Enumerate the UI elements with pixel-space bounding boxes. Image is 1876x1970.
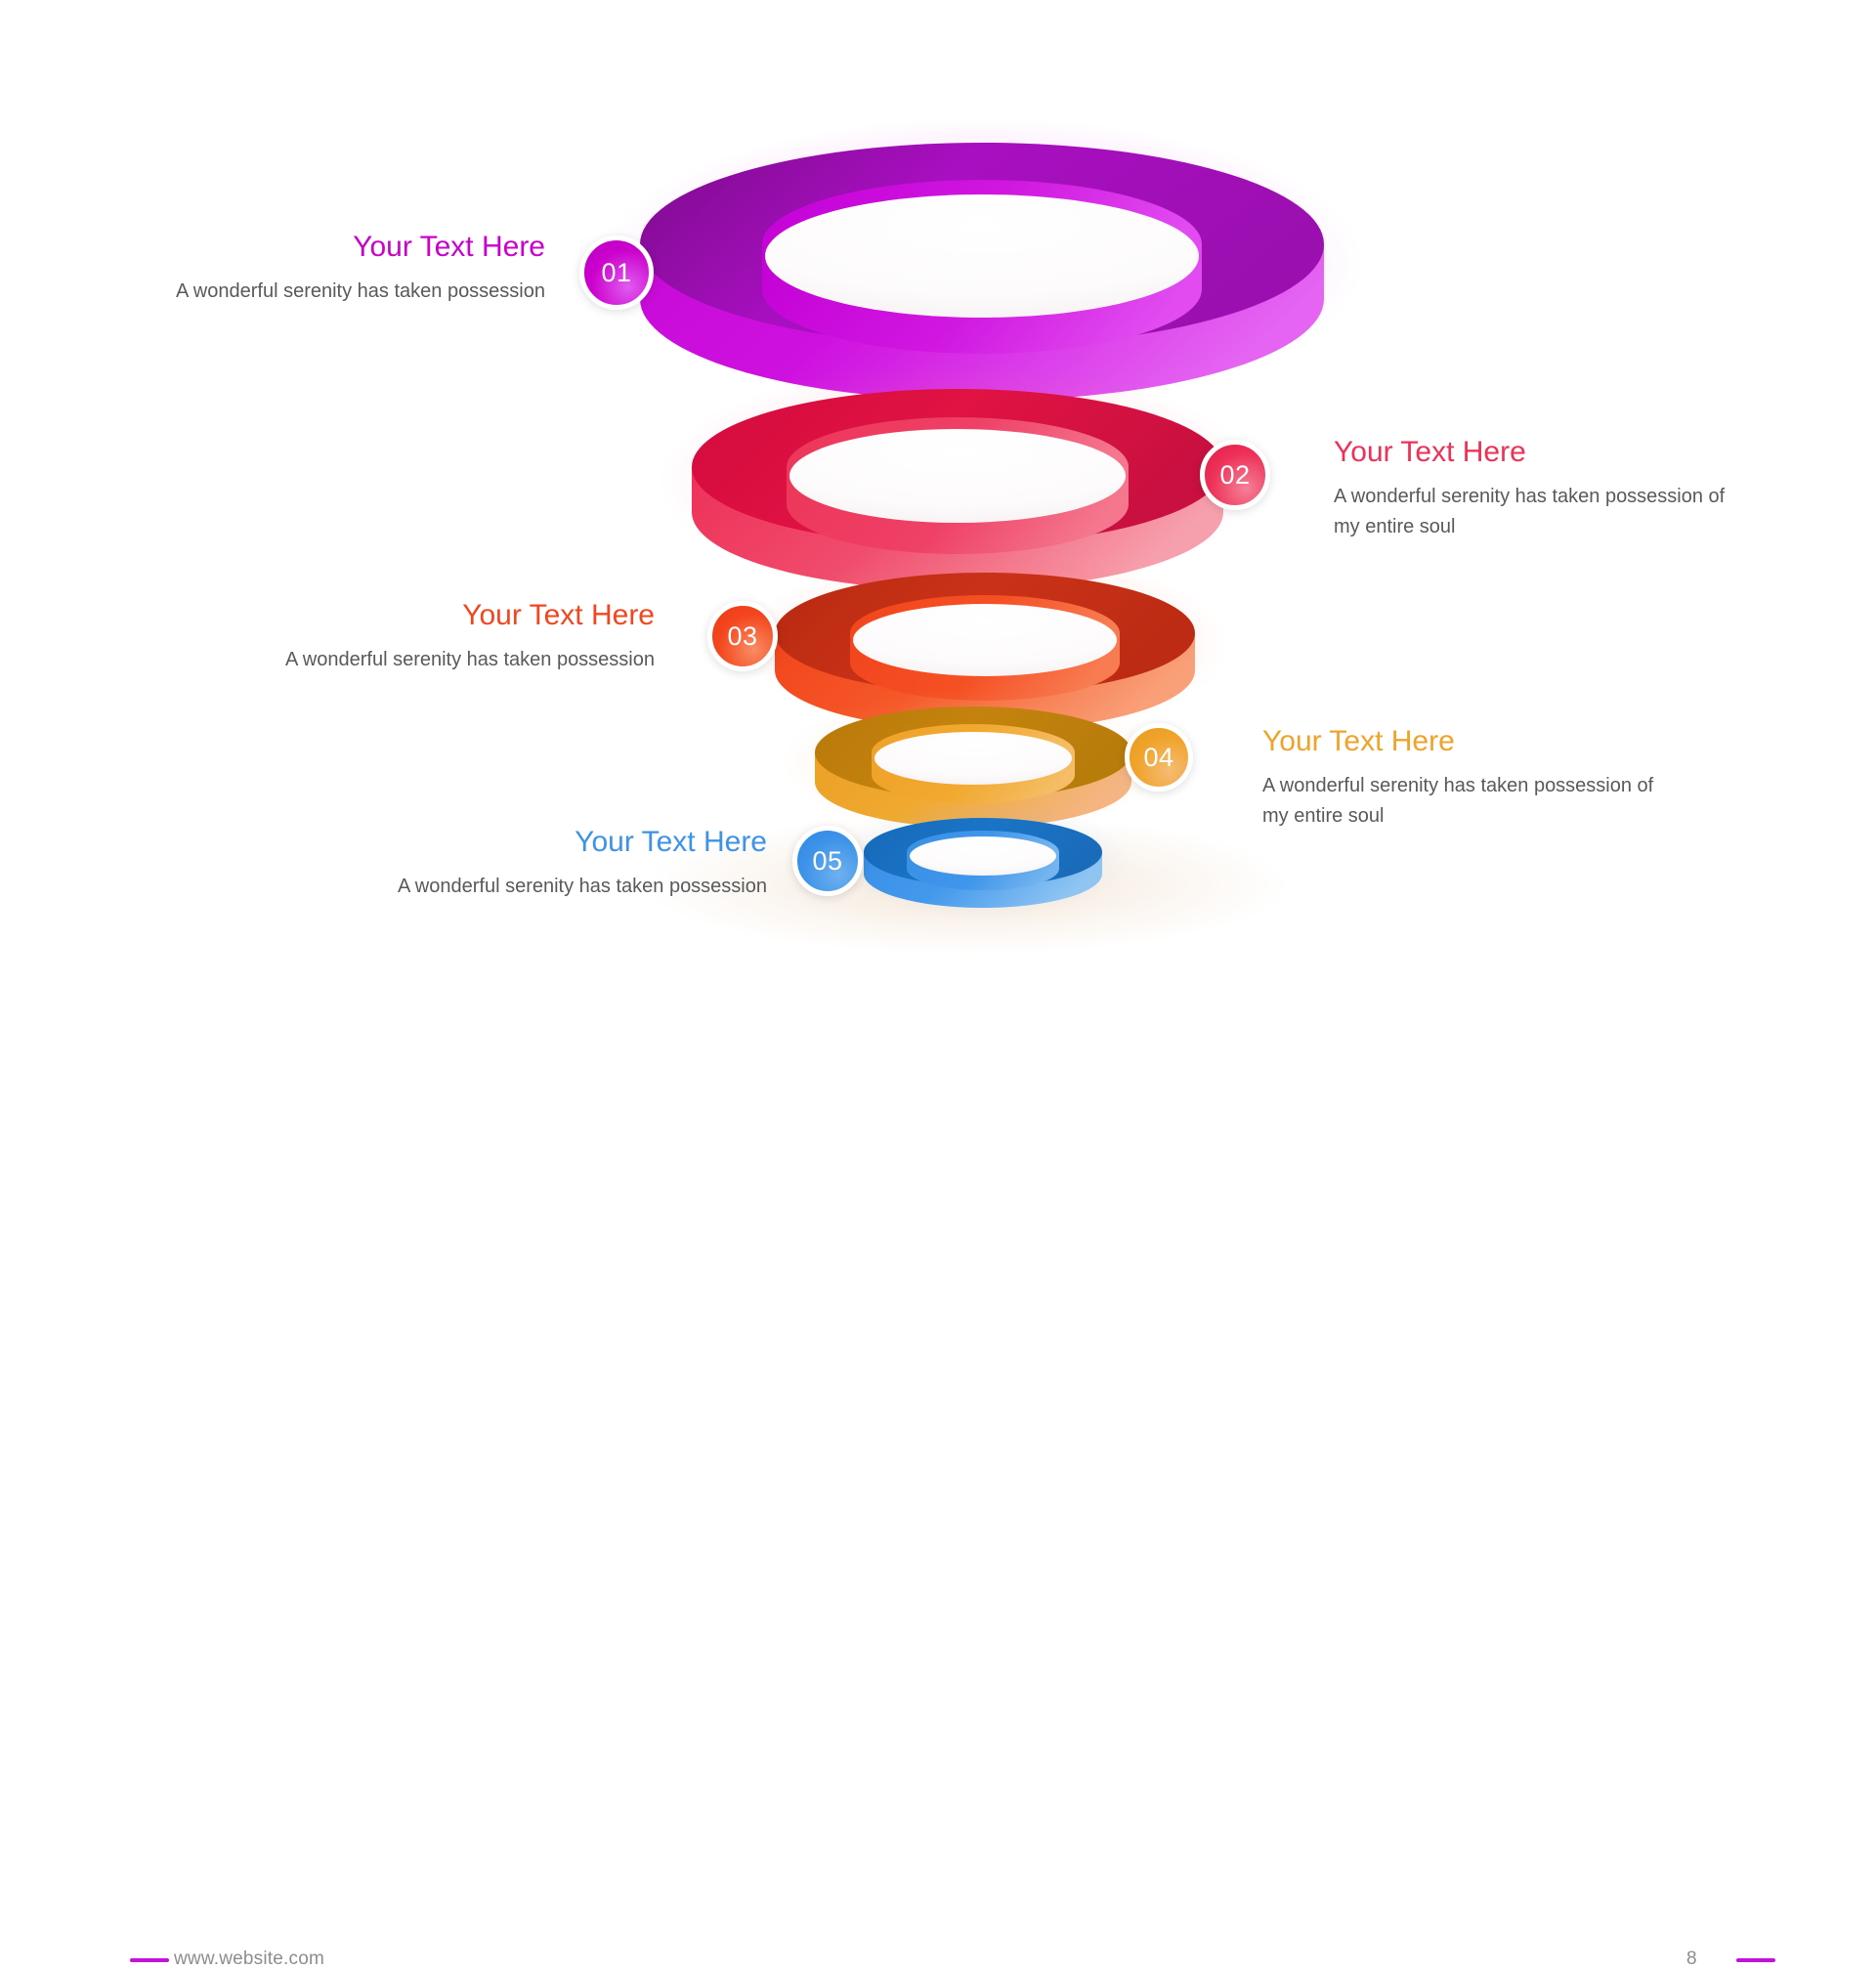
- funnel-text-block-02: Your Text Here A wonderful serenity has …: [1334, 436, 1754, 542]
- footer-dash-right: [1736, 1958, 1775, 1962]
- footer-website-url[interactable]: www.website.com: [174, 1949, 324, 1969]
- funnel-diagram: [601, 117, 1363, 955]
- funnel-text-block-05: Your Text Here A wonderful serenity has …: [225, 826, 767, 902]
- page-number: 8: [1686, 1949, 1697, 1969]
- funnel-badge-01[interactable]: 01: [579, 236, 654, 310]
- funnel-ring-1: [601, 117, 1363, 410]
- funnel-ring-5: [834, 801, 1131, 919]
- funnel-ring-4: [782, 688, 1165, 836]
- funnel-badge-05[interactable]: 05: [792, 826, 863, 896]
- badge-label-01: 01: [601, 257, 632, 287]
- item-title-02: Your Text Here: [1334, 436, 1526, 468]
- item-description-02: A wonderful serenity has taken possessio…: [1334, 486, 1726, 538]
- funnel-text-block-03: Your Text Here A wonderful serenity has …: [137, 599, 655, 675]
- badge-label-04: 04: [1143, 742, 1174, 772]
- funnel-text-block-01: Your Text Here A wonderful serenity has …: [137, 231, 545, 307]
- item-title-05: Your Text Here: [575, 826, 767, 858]
- badge-label-03: 03: [727, 621, 758, 651]
- item-description-05: A wonderful serenity has taken possessio…: [398, 876, 767, 897]
- item-description-03: A wonderful serenity has taken possessio…: [285, 649, 655, 670]
- footer-dash-left: [130, 1958, 169, 1962]
- item-description-01: A wonderful serenity has taken possessio…: [176, 280, 545, 302]
- item-title-01: Your Text Here: [353, 231, 545, 263]
- funnel-text-block-04: Your Text Here A wonderful serenity has …: [1262, 725, 1683, 832]
- badge-label-05: 05: [812, 845, 843, 876]
- funnel-badge-04[interactable]: 04: [1125, 723, 1193, 792]
- funnel-ring-2: [659, 364, 1257, 598]
- badge-label-02: 02: [1219, 459, 1251, 490]
- item-title-03: Your Text Here: [462, 599, 655, 631]
- slide-canvas: 01 02 03 04 05 Your Text Here A wonderfu…: [0, 117, 1876, 1969]
- funnel-badge-03[interactable]: 03: [707, 601, 778, 671]
- slide-footer: www.website.com 8: [0, 967, 1876, 1969]
- funnel-badge-02[interactable]: 02: [1200, 440, 1270, 510]
- item-description-04: A wonderful serenity has taken possessio…: [1262, 775, 1654, 828]
- item-title-04: Your Text Here: [1262, 725, 1455, 757]
